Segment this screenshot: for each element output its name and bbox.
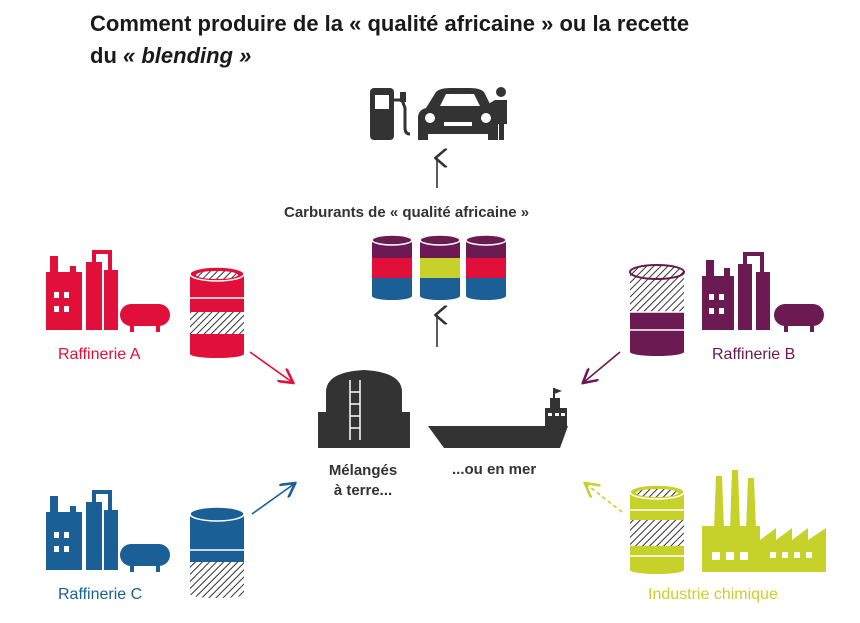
chemical-industry-label: Industrie chimique: [648, 586, 778, 603]
land-blending-line-2: à terre...: [333, 482, 393, 499]
refinery-c-icon: [46, 490, 170, 572]
refinery-a-label: Raffinerie A: [58, 346, 141, 363]
gas-station-icon: [370, 88, 411, 140]
refinery-b-label: Raffinerie B: [712, 346, 796, 363]
refinery-b-icon: [702, 252, 824, 332]
title-line-2-prefix: du: [90, 43, 123, 68]
tanker-ship-icon: [428, 388, 568, 448]
barrel-chemical: [629, 484, 685, 574]
sea-blending-label: ...ou en mer: [452, 461, 537, 478]
blended-barrel-2: [419, 234, 461, 300]
fuels-label: Carburants de « qualité africaine »: [284, 204, 530, 221]
barrel-b: [629, 264, 685, 356]
arrow-b: [584, 351, 621, 382]
title-line-1: Comment produire de la « qualité africai…: [90, 11, 690, 36]
title-line-2: du « blending »: [90, 40, 810, 72]
blended-barrel-1: [371, 234, 413, 300]
title-line-2-emphasis: « blending »: [123, 43, 252, 68]
land-blending-label: Mélangés à terre...: [318, 461, 408, 501]
car-icon: [418, 88, 498, 140]
refinery-c-label: Raffinerie C: [58, 586, 143, 603]
storage-tank-icon: [318, 370, 410, 448]
arrow-c: [251, 484, 294, 515]
person-icon: [488, 87, 507, 140]
barrel-c: [189, 506, 245, 598]
barrel-a: [189, 266, 245, 358]
page-title: Comment produire de la « qualité africai…: [90, 8, 810, 72]
chemical-factory-icon: [702, 470, 826, 572]
land-blending-line-1: Mélangés: [328, 462, 398, 479]
arrow-a: [249, 351, 292, 382]
blended-barrel-3: [465, 234, 507, 300]
arrow-chemical: [586, 484, 623, 513]
refinery-a-icon: [46, 250, 170, 332]
